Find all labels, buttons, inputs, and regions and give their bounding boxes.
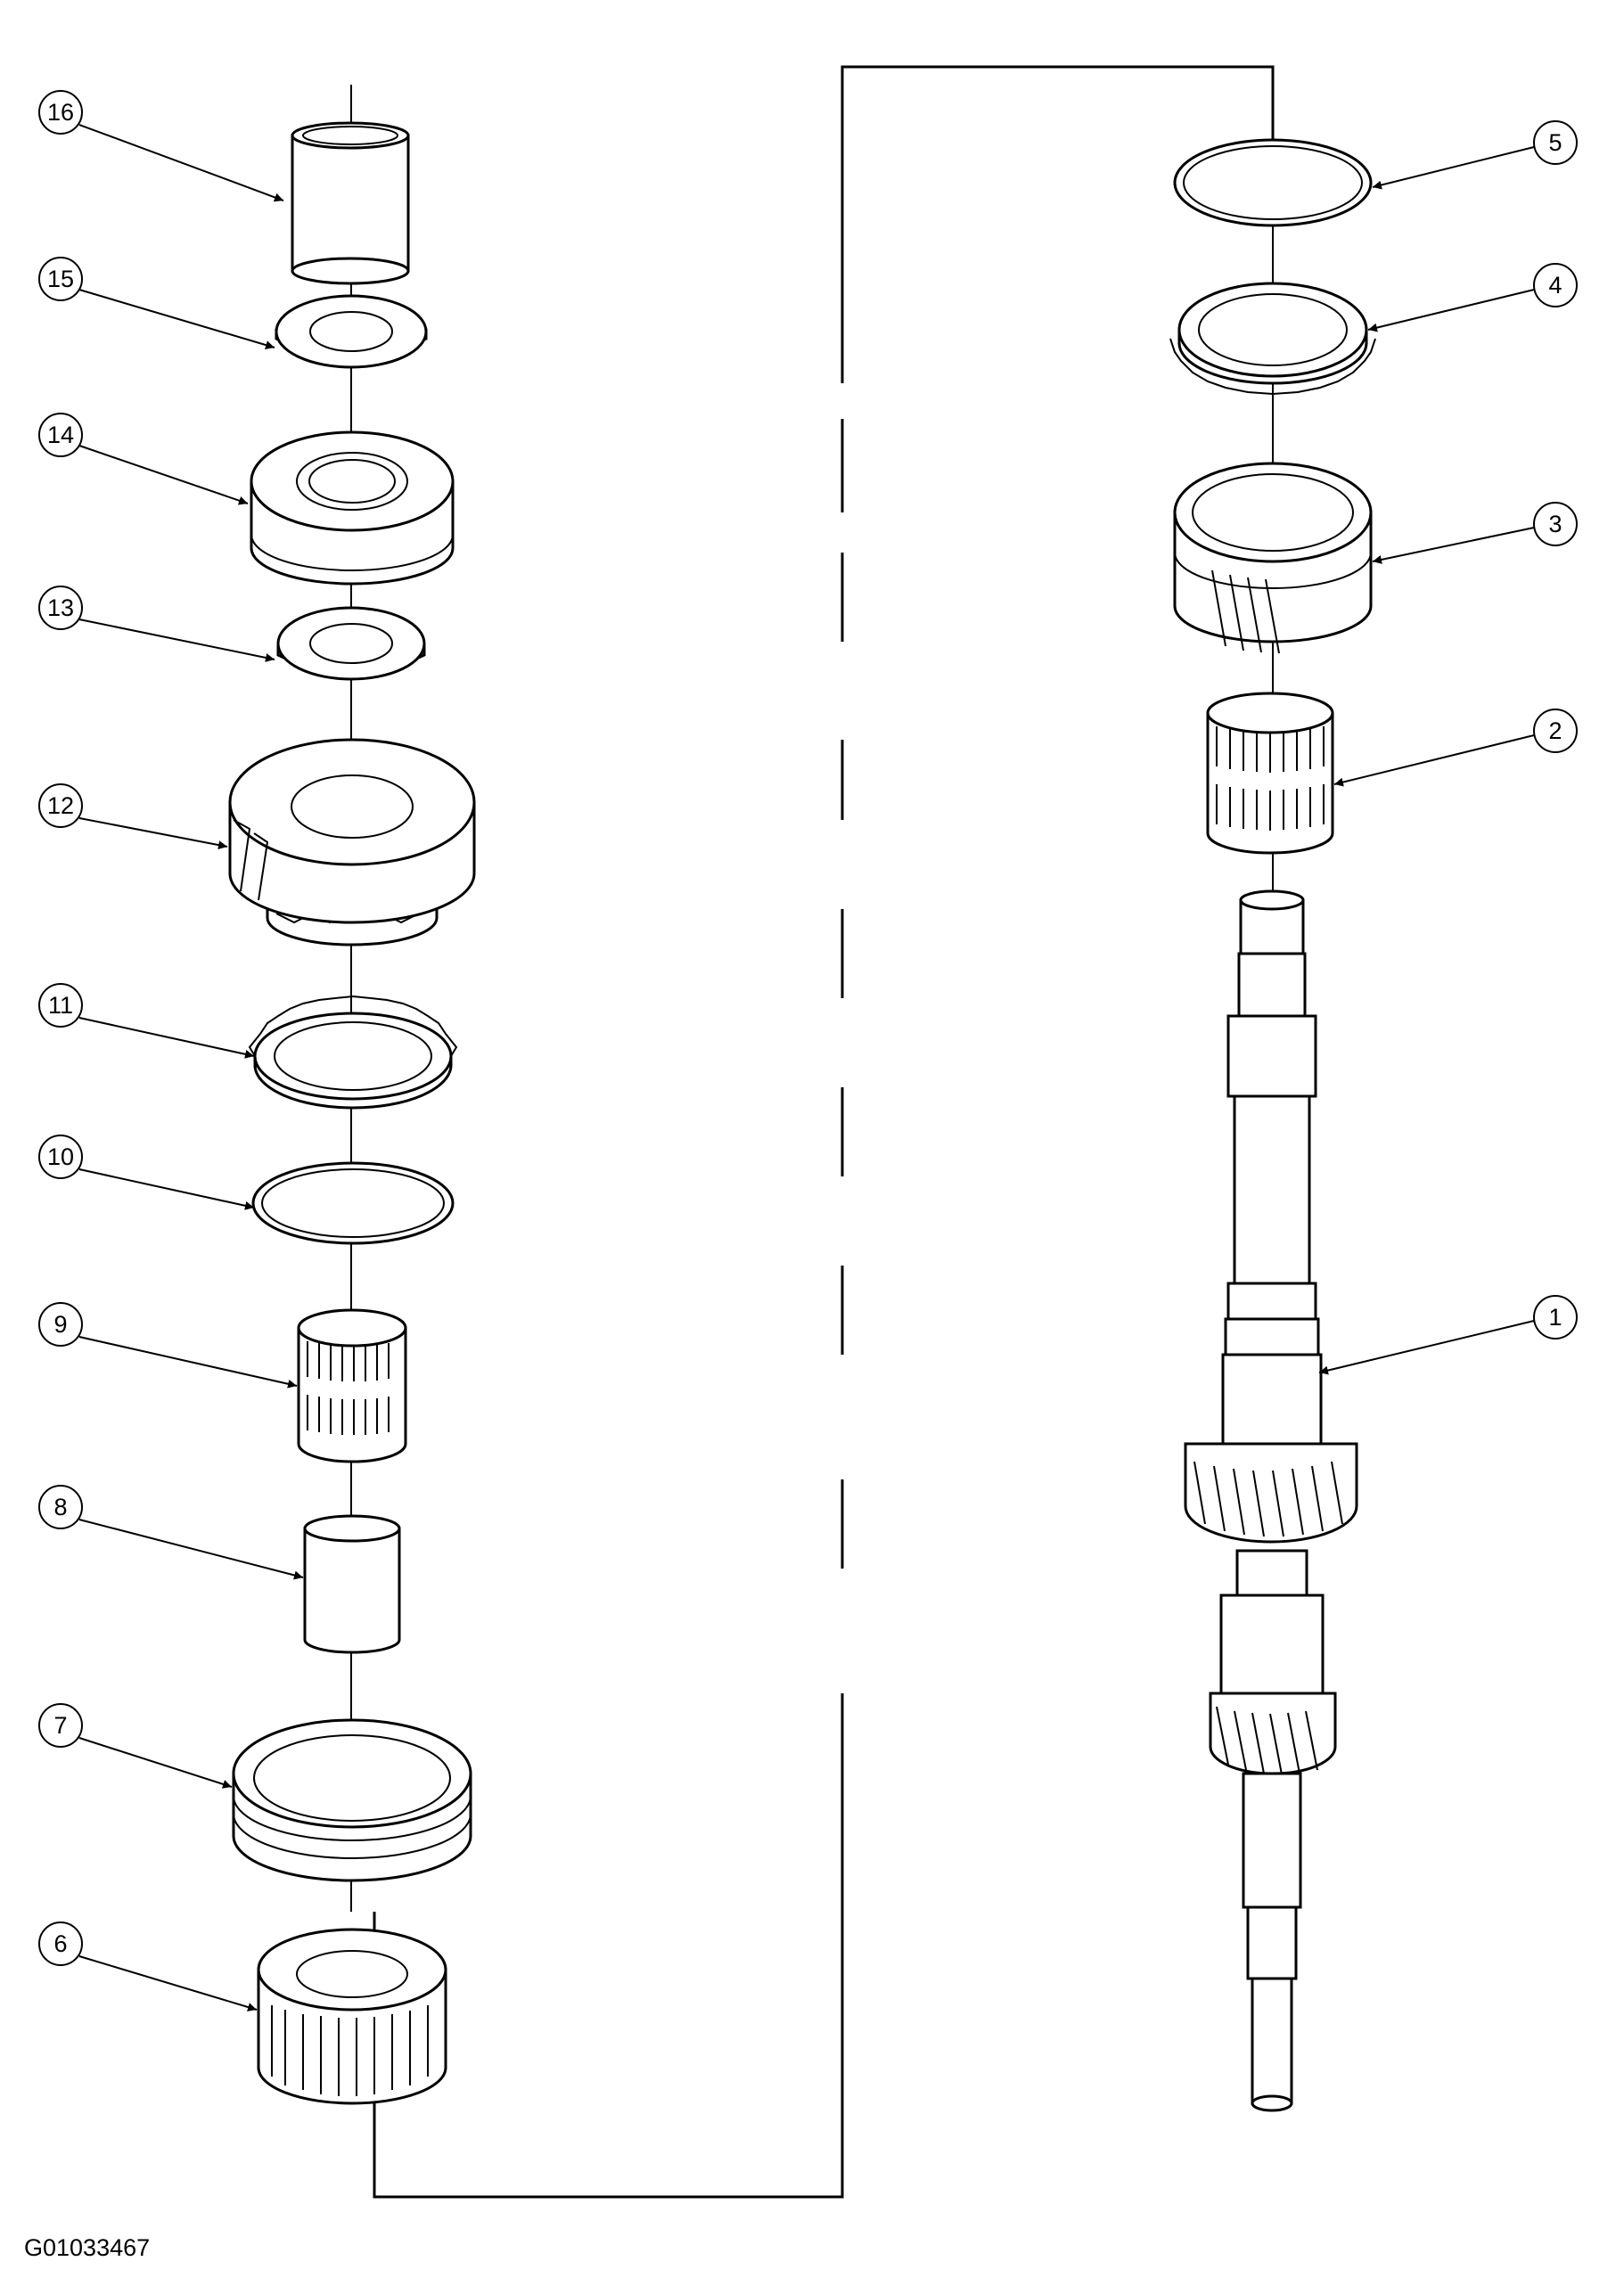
part-13-thrust-washer (276, 606, 426, 681)
callout-8: 8 (38, 1485, 83, 1529)
callout-1: 1 (1533, 1295, 1578, 1340)
part-4-synchronizer-ring (1169, 282, 1376, 396)
callout-13: 13 (38, 586, 83, 630)
callout-label: 1 (1548, 1304, 1562, 1331)
callout-label: 13 (47, 594, 74, 621)
part-3-gear (1173, 462, 1373, 654)
callout-5: 5 (1533, 120, 1578, 165)
callout-15: 15 (38, 257, 83, 301)
part-10-snap-ring (251, 1161, 455, 1245)
callout-label: 4 (1548, 272, 1562, 299)
callout-label: 9 (53, 1311, 67, 1338)
figure-id-label: G01033467 (24, 2234, 151, 2261)
callout-10: 10 (38, 1135, 83, 1179)
callout-4: 4 (1533, 263, 1578, 307)
callout-label: 3 (1548, 511, 1562, 537)
callout-label: 10 (47, 1143, 74, 1170)
part-5-snap-ring (1173, 138, 1373, 227)
part-8-sleeve (303, 1514, 401, 1654)
callout-label: 8 (53, 1494, 67, 1520)
callout-12: 12 (38, 783, 83, 828)
part-15-thrust-washer (275, 294, 428, 369)
leader-lines (78, 124, 1535, 2012)
part-6-synchronizer-hub (257, 1928, 447, 2105)
callout-label: 12 (47, 792, 74, 819)
callout-7: 7 (38, 1703, 83, 1748)
callout-label: 2 (1548, 717, 1562, 744)
part-11-synchronizer-ring (248, 995, 458, 1110)
callout-label: 11 (48, 992, 73, 1019)
callout-2: 2 (1533, 709, 1578, 753)
callout-9: 9 (38, 1302, 83, 1347)
callout-16: 16 (38, 90, 83, 135)
part-16-sleeve (291, 121, 410, 285)
callout-label: 6 (53, 1930, 67, 1957)
callout-label: 14 (47, 422, 74, 448)
part-9-needle-bearing (297, 1308, 407, 1463)
callout-label: 5 (1548, 129, 1562, 156)
part-1-mainshaft (1184, 889, 1358, 2112)
part-7-synchronizer-sleeve (232, 1718, 472, 1882)
callout-11: 11 (38, 983, 83, 1028)
assembly-connector-line (373, 65, 1275, 2199)
callout-6: 6 (38, 1921, 83, 1966)
callout-3: 3 (1533, 502, 1578, 546)
callout-label: 7 (53, 1712, 67, 1739)
callout-label: 15 (47, 266, 74, 292)
part-12-gear (228, 738, 476, 946)
callout-14: 14 (38, 413, 83, 457)
callout-label: 16 (47, 99, 74, 126)
part-14-bearing (250, 430, 455, 586)
part-2-needle-bearing (1206, 692, 1334, 855)
